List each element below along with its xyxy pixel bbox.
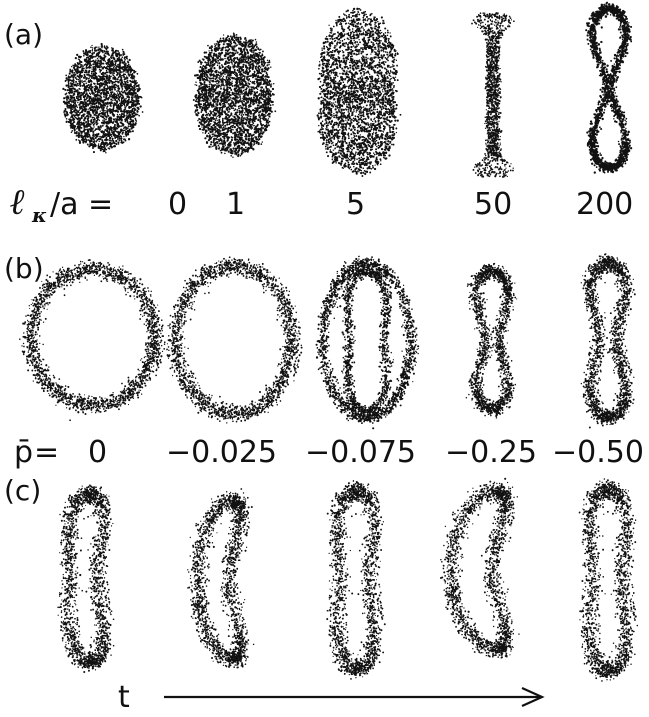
panel-b-variable-symbol: p̄ <box>14 435 33 470</box>
shape-b-2 <box>164 256 303 423</box>
panel-b-value-4: −0.25 <box>445 435 537 470</box>
shape-c-3-dots <box>326 480 385 680</box>
shape-a-2 <box>193 32 276 158</box>
shape-b-3-inner-dots <box>339 263 394 417</box>
shape-b-4-dots <box>466 263 518 419</box>
panel-a-value-1: 0 <box>168 187 187 222</box>
shape-a-2-dots <box>193 32 276 158</box>
panel-a-label-text: (a) <box>4 18 43 51</box>
time-label: t <box>118 680 130 715</box>
vesicle-shapes <box>19 2 638 682</box>
shape-c-4-dots <box>440 478 520 659</box>
shape-c-5 <box>579 478 638 682</box>
shape-a-3-dots <box>317 8 402 177</box>
panel-b-variable-tail: = <box>34 435 59 470</box>
shape-c-2-dots <box>187 488 254 668</box>
panel-b-value-2: −0.025 <box>166 435 277 470</box>
panel-b-value-5: −0.50 <box>552 435 644 470</box>
panel-c-label-text: (c) <box>4 474 41 507</box>
panel-a-variable-tail: /a = <box>50 187 113 222</box>
panel-b-value-3: −0.075 <box>305 435 416 470</box>
panel-a-value-3: 5 <box>346 187 365 222</box>
shape-a-1 <box>62 43 143 154</box>
panel-a-variable-symbol: ℓ <box>10 181 25 223</box>
shape-b-5-dots <box>581 253 636 428</box>
shape-b-3-inner <box>339 263 394 417</box>
shape-b-5 <box>581 253 636 428</box>
panel-a-value-4: 50 <box>474 187 512 222</box>
panel-b-value-1: 0 <box>88 435 107 470</box>
shape-a-4 <box>471 12 515 178</box>
shape-a-5-dots <box>585 2 632 174</box>
panel-a-label: (a) <box>4 18 43 51</box>
shape-b-3-dots <box>316 256 420 430</box>
shape-a-5 <box>585 2 632 174</box>
panel-a-value-5: 200 <box>576 187 633 222</box>
shape-c-3 <box>326 480 385 680</box>
shape-c-4 <box>440 478 520 659</box>
shape-b-3 <box>316 256 420 430</box>
panel-c-label: (c) <box>4 474 41 507</box>
shape-c-1 <box>57 484 114 673</box>
shape-c-5-dots <box>579 478 638 682</box>
panel-b-label-text: (b) <box>4 252 44 285</box>
panel-a-variable-subscript: κ <box>31 203 47 227</box>
shape-b-4 <box>466 263 518 419</box>
shape-a-3 <box>317 8 402 177</box>
shape-c-2 <box>187 488 254 668</box>
shape-c-1-dots <box>57 484 114 673</box>
shape-b-2-dots <box>164 256 303 423</box>
panel-b-label: (b) <box>4 252 44 285</box>
shape-a-1-dots <box>62 43 143 154</box>
panel-a-value-2: 1 <box>226 187 245 222</box>
shape-a-4-dots <box>471 12 515 178</box>
